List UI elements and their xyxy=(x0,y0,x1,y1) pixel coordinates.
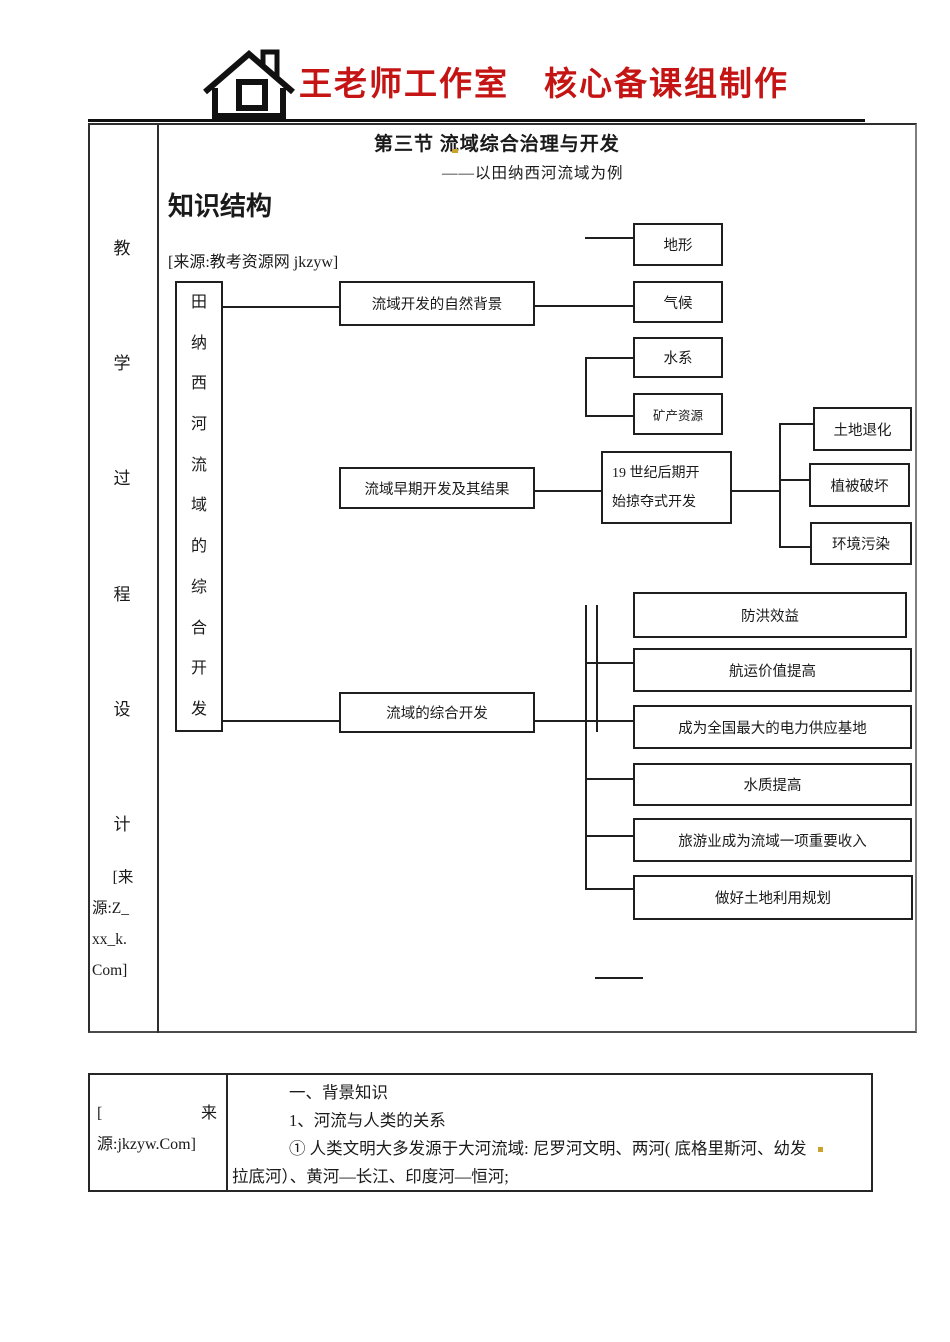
vertical-text-char: 田 xyxy=(190,294,207,311)
spellcheck-mark xyxy=(452,149,458,153)
node-flood-benefit: 防洪效益 xyxy=(633,592,907,638)
bottom-source-tail: 来 xyxy=(200,1105,217,1122)
vertical-text-char: 河 xyxy=(190,416,207,434)
connector-tourism-stub xyxy=(585,835,633,837)
vertical-text-char: 设 xyxy=(113,699,131,719)
connector-benefits-vertical-b xyxy=(596,605,598,732)
node-environment-pollution: 环境污染 xyxy=(810,522,912,565)
exploitation-line1: 19 世纪后期开 xyxy=(612,466,700,481)
connector-mineral-stub xyxy=(585,415,633,417)
node-climate: 气候 xyxy=(633,281,723,323)
source-note: [来源:教考资源网 jkzyw] xyxy=(168,254,339,271)
connector-benefits-vertical-a xyxy=(585,605,587,890)
bg-knowledge-line3: ① 人类文明大多发源于大河流域: 尼罗河文明、两河( 底格里斯河、幼发 xyxy=(289,1139,807,1158)
workshop-brand-title: 王老师工作室 核心备课组制作 xyxy=(299,67,789,103)
node-land-planning: 做好土地利用规划 xyxy=(633,875,913,920)
bottom-source-cell: [ 来 源:jkzyw.Com] xyxy=(97,1098,217,1160)
connector-natural-climate xyxy=(535,305,633,307)
stray-line-segment xyxy=(595,977,643,979)
connector-results-vertical xyxy=(779,423,781,548)
node-vegetation-damage: 植被破坏 xyxy=(809,463,910,507)
connector-root-comprehensive xyxy=(223,720,339,722)
connector-vegetation-stub xyxy=(779,479,809,481)
vertical-text-char: 的 xyxy=(190,538,207,556)
node-water-quality: 水质提高 xyxy=(633,763,912,806)
connector-watersystem-bracket xyxy=(585,357,587,417)
sidebar-source-note: [来 源:Z_ xx_k. Com] xyxy=(92,862,154,986)
vertical-text-char: 开 xyxy=(190,660,207,678)
bottom-table-border xyxy=(88,1073,873,1192)
vertical-text-char: 学 xyxy=(113,354,131,374)
main-table-border xyxy=(88,123,917,1033)
vertical-text-char: 域 xyxy=(190,497,207,515)
node-water-system: 水系 xyxy=(633,337,723,378)
vertical-text-char: 流 xyxy=(190,456,207,474)
node-terrain: 地形 xyxy=(633,223,723,266)
spellcheck-mark xyxy=(818,1147,823,1152)
connector-exploitation-out xyxy=(732,490,780,492)
node-comprehensive-development: 流域的综合开发 xyxy=(339,692,535,733)
connector-comprehensive-powerbase xyxy=(535,720,633,722)
header-divider-line xyxy=(88,119,865,122)
vertical-text-char: 合 xyxy=(190,619,207,637)
node-natural-background: 流域开发的自然背景 xyxy=(339,281,535,326)
vertical-text-char: 西 xyxy=(190,375,207,393)
connector-watersystem-stub xyxy=(585,357,633,359)
connector-terrain-stub xyxy=(585,237,633,239)
connector-waterquality-stub xyxy=(585,778,633,780)
vertical-text-char: 过 xyxy=(113,469,131,489)
sidebar-vertical-label: 教学过程设计 xyxy=(96,240,148,833)
vertical-text-char: 综 xyxy=(190,578,207,596)
section-heading: 知识结构 xyxy=(168,192,273,221)
node-power-base: 成为全国最大的电力供应基地 xyxy=(633,705,912,749)
sidebar-source-line: xx_k. xyxy=(92,931,127,948)
vertical-text-char: 教 xyxy=(113,239,131,258)
vertical-text-char: 发 xyxy=(190,700,207,718)
bottom-table-divider xyxy=(226,1073,228,1192)
vertical-text-char: 纳 xyxy=(190,334,207,352)
connector-shipping-stub xyxy=(585,662,633,664)
sidebar-divider-line xyxy=(157,123,159,1033)
connector-early-exploitation xyxy=(535,490,601,492)
sidebar-source-line: [来 xyxy=(112,869,134,886)
vertical-text-char: 程 xyxy=(113,584,131,604)
page-title: 第三节 流域综合治理与开发 xyxy=(374,134,620,155)
page-subtitle: ——以田纳西河流域为例 xyxy=(442,165,624,182)
connector-land-stub xyxy=(779,423,813,425)
node-19th-century-exploitation: 19 世纪后期开 始掠夺式开发 xyxy=(601,451,732,524)
node-shipping-value: 航运价值提高 xyxy=(633,648,912,692)
node-root: 田纳西河流域的综合开发 xyxy=(175,281,223,732)
sidebar-source-line: Com] xyxy=(92,962,128,979)
node-land-degradation: 土地退化 xyxy=(813,407,912,451)
connector-environment-stub xyxy=(779,546,810,548)
bg-knowledge-line2: 1、河流与人类的关系 xyxy=(289,1111,446,1130)
node-early-development: 流域早期开发及其结果 xyxy=(339,467,535,509)
vertical-text-char: 计 xyxy=(113,814,131,834)
node-mineral-resources: 矿产资源 xyxy=(633,393,723,435)
bg-knowledge-line4: 拉底河）、黄河—长江、印度河—恒河; xyxy=(232,1167,509,1186)
node-tourism-income: 旅游业成为流域一项重要收入 xyxy=(633,818,912,862)
connector-landplanning-stub xyxy=(585,888,633,890)
bottom-source-line2: 源:jkzyw.Com] xyxy=(97,1136,196,1153)
connector-root-natural xyxy=(223,306,339,308)
bottom-source-open: [ xyxy=(97,1105,103,1122)
node-root-label: 田纳西河流域的综合开发 xyxy=(177,295,221,718)
bg-knowledge-line1: 一、背景知识 xyxy=(289,1083,388,1102)
house-logo-icon xyxy=(203,49,295,119)
exploitation-line2: 始掠夺式开发 xyxy=(612,495,696,510)
sidebar-source-line: 源:Z_ xyxy=(92,900,130,917)
